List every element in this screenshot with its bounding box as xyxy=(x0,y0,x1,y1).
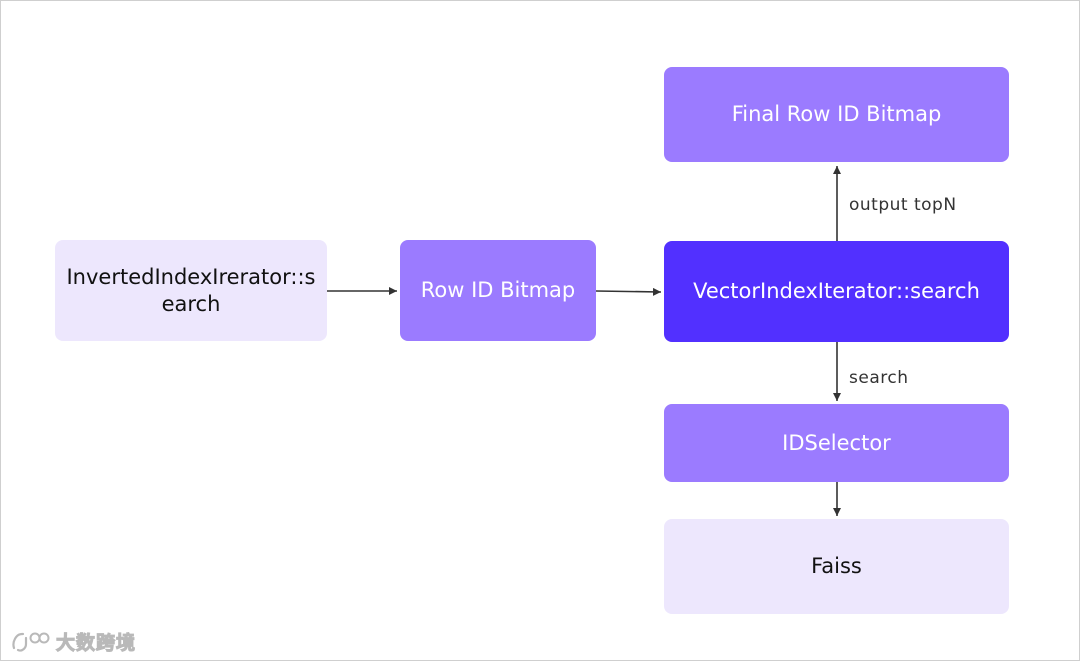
node-faiss-label: Faiss xyxy=(811,554,862,578)
arrow-rowid-to-vector xyxy=(595,287,662,296)
node-faiss: Faiss xyxy=(664,519,1009,614)
watermark-text: 大数跨境 xyxy=(55,631,137,654)
node-row-id-bitmap: Row ID Bitmap xyxy=(400,240,596,341)
watermark: 大数跨境 xyxy=(10,626,136,656)
node-id-selector-label: IDSelector xyxy=(782,430,891,455)
node-vector-index-iterator-label: VectorIndexIterator::search xyxy=(693,279,980,303)
node-inverted-index-iterator: InvertedIndexIrerator::search xyxy=(55,240,327,341)
node-final-row-id-bitmap-label: Final Row ID Bitmap xyxy=(731,102,942,126)
node-id-selector: IDSelector xyxy=(664,404,1009,482)
edge-label-output-topn: output topN xyxy=(849,195,957,215)
node-final-row-id-bitmap: Final Row ID Bitmap xyxy=(664,67,1009,162)
node-inverted-index-iterator-label: InvertedIndexIrerator::search xyxy=(66,264,316,316)
node-row-id-bitmap-label: Row ID Bitmap xyxy=(420,278,576,302)
edge-label-search: search xyxy=(849,368,909,388)
node-vector-index-iterator: VectorIndexIterator::search xyxy=(664,241,1009,342)
link-chain-logo-icon xyxy=(12,632,50,652)
